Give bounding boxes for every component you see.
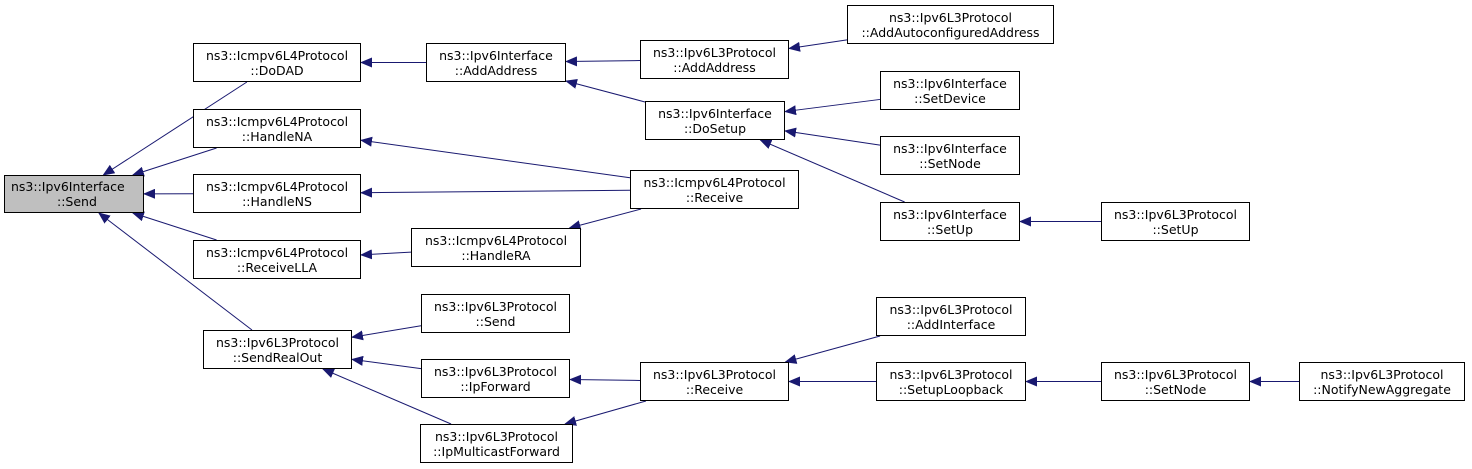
node-ipv6l3protocol-notifynewaggregate[interactable]: ns3::Ipv6L3Protocol ::NotifyNewAggregate: [1299, 362, 1465, 401]
edge-icmp_recv-to-handlera: [568, 208, 642, 231]
node-label-line2: ::HandleNS: [242, 193, 312, 209]
node-label-line2: ::Send: [475, 313, 516, 329]
node-ipv6interface-dosetup[interactable]: ns3::Ipv6Interface ::DoSetup: [645, 101, 785, 140]
node-label-line2: ::AddAddress: [454, 62, 538, 78]
edge-sendrealout-to-send: [98, 212, 253, 331]
node-ipv6l3protocol-ipmulticastforward[interactable]: ns3::Ipv6L3Protocol ::IpMulticastForward: [420, 424, 573, 463]
node-ipv6l3protocol-sendrealout[interactable]: ns3::Ipv6L3Protocol ::SendRealOut: [203, 330, 352, 369]
node-label-line2: ::AddAutoconfiguredAddress: [861, 24, 1040, 40]
node-icmpv6l4protocol-receivella[interactable]: ns3::Icmpv6L4Protocol ::ReceiveLLA: [193, 240, 361, 279]
edge-addiface-to-l3_recv: [784, 335, 881, 364]
node-label-line1: ns3::Icmpv6L4Protocol: [643, 174, 786, 190]
node-ipv6l3protocol-ipforward[interactable]: ns3::Ipv6L3Protocol ::IpForward: [421, 359, 570, 398]
node-label-line2: ::HandleNA: [241, 128, 313, 144]
node-label-line2: ::ReceiveLLA: [236, 259, 318, 275]
edge-setnode_if-to-dosetup: [784, 127, 881, 146]
edge-l3_addaddr-to-if_addaddr: [565, 56, 641, 67]
node-label-line1: ns3::Ipv6L3Protocol: [433, 363, 558, 379]
node-ipv6l3protocol-setuploopback[interactable]: ns3::Ipv6L3Protocol ::SetupLoopback: [876, 362, 1026, 401]
node-label-line2: ::SetDevice: [914, 90, 986, 106]
node-ipv6l3protocol-setup[interactable]: ns3::Ipv6L3Protocol ::SetUp: [1101, 202, 1250, 241]
node-label-line1: ns3::Ipv6Interface: [893, 206, 1007, 222]
edge-handlena-to-send: [131, 147, 217, 177]
node-ipv6interface-setnode[interactable]: ns3::Ipv6Interface ::SetNode: [880, 136, 1020, 175]
node-icmpv6l4protocol-receive[interactable]: ns3::Icmpv6L4Protocol ::Receive: [630, 170, 799, 209]
edge-dodad-to-send: [102, 81, 248, 176]
node-label-line2: ::DoSetup: [683, 120, 747, 136]
node-icmpv6l4protocol-handlena[interactable]: ns3::Icmpv6L4Protocol ::HandleNA: [193, 109, 361, 148]
node-label-line2: ::Send: [57, 194, 97, 209]
node-label-line1: ns3::Icmpv6L4Protocol: [205, 178, 349, 194]
edge-autoconf-to-l3_addaddr: [788, 39, 848, 52]
edge-icmp_recv-to-handlena: [360, 136, 631, 179]
node-ipv6interface-addaddress[interactable]: ns3::Ipv6Interface ::AddAddress: [426, 43, 566, 82]
node-label-line2: ::IpForward: [460, 378, 531, 394]
node-ipv6l3protocol-receive[interactable]: ns3::Ipv6L3Protocol ::Receive: [640, 362, 789, 401]
node-label-line2: ::Receive: [685, 381, 744, 397]
node-label-line1: ns3::Ipv6Interface: [11, 179, 125, 194]
node-ipv6interface-send[interactable]: ns3::Ipv6Interface ::Send: [4, 175, 144, 213]
edge-handlera-to-receivella: [360, 249, 412, 260]
node-ipv6l3protocol-addaddress[interactable]: ns3::Ipv6L3Protocol ::AddAddress: [640, 40, 789, 79]
node-label-line1: ns3::Icmpv6L4Protocol: [424, 232, 568, 248]
node-label-line1: ns3::Ipv6Interface: [658, 105, 772, 121]
node-label-line1: ns3::Icmpv6L4Protocol: [205, 47, 349, 63]
node-icmpv6l4protocol-handlera[interactable]: ns3::Icmpv6L4Protocol ::HandleRA: [411, 228, 581, 267]
node-label-line2: ::SetupLoopback: [898, 381, 1004, 397]
node-ipv6interface-setdevice[interactable]: ns3::Ipv6Interface ::SetDevice: [880, 71, 1020, 110]
node-label-line1: ns3::Ipv6L3Protocol: [652, 366, 777, 382]
node-ipv6interface-setup[interactable]: ns3::Ipv6Interface ::SetUp: [880, 202, 1020, 241]
node-label-line2: ::SetNode: [919, 155, 981, 171]
node-label-line1: ns3::Ipv6Interface: [893, 75, 1007, 91]
node-label-line1: ns3::Icmpv6L4Protocol: [205, 244, 349, 260]
edge-setdevice-to-dosetup: [784, 98, 881, 116]
node-label-line1: ns3::Icmpv6L4Protocol: [205, 113, 349, 129]
node-label-line2: ::SendRealOut: [232, 349, 323, 365]
node-icmpv6l4protocol-handlens[interactable]: ns3::Icmpv6L4Protocol ::HandleNS: [193, 174, 361, 213]
edge-l3_recv-to-ipforward: [569, 374, 641, 385]
node-label-line2: ::SetUp: [926, 221, 974, 237]
edge-setup_if-to-dosetup: [759, 139, 905, 203]
edge-l3_send-to-sendrealout: [351, 325, 422, 341]
node-label-line1: ns3::Ipv6Interface: [439, 47, 553, 63]
node-label-line1: ns3::Ipv6L3Protocol: [215, 334, 340, 350]
edge-ipmcast-to-sendrealout: [322, 368, 452, 425]
edge-dosetup-to-if_addaddr: [565, 79, 646, 103]
node-label-line2: ::Receive: [685, 189, 744, 205]
node-label-line1: ns3::Ipv6L3Protocol: [1320, 366, 1444, 382]
node-label-line2: ::HandleRA: [461, 247, 531, 263]
node-label-line2: ::DoDAD: [250, 62, 304, 78]
node-label-line1: ns3::Ipv6L3Protocol: [888, 9, 1013, 25]
edge-icmp_recv-to-handlens: [360, 187, 631, 198]
node-label-line1: ns3::Ipv6L3Protocol: [652, 44, 777, 60]
node-label-line2: ::AddInterface: [906, 316, 996, 332]
edge-receivella-to-send: [131, 211, 217, 241]
node-label-line2: ::SetUp: [1152, 221, 1199, 237]
node-label-line1: ns3::Ipv6L3Protocol: [434, 428, 559, 444]
node-label-line2: ::NotifyNewAggregate: [1313, 381, 1451, 397]
edge-l3_recv-to-ipmcast: [564, 400, 647, 426]
node-label-line2: ::SetNode: [1144, 381, 1207, 397]
node-label-line1: ns3::Ipv6L3Protocol: [433, 298, 558, 314]
edge-ipforward-to-sendrealout: [351, 355, 422, 370]
node-label-line2: ::IpMulticastForward: [433, 443, 560, 459]
node-label-line1: ns3::Ipv6L3Protocol: [1113, 366, 1238, 382]
node-ipv6l3protocol-send[interactable]: ns3::Ipv6L3Protocol ::Send: [421, 294, 570, 333]
node-icmpv6l4protocol-dodad[interactable]: ns3::Icmpv6L4Protocol ::DoDAD: [193, 43, 361, 82]
node-label-line1: ns3::Ipv6Interface: [893, 140, 1007, 156]
node-label-line1: ns3::Ipv6L3Protocol: [889, 366, 1013, 382]
node-ipv6l3protocol-addautoconfiguredaddress[interactable]: ns3::Ipv6L3Protocol ::AddAutoconfiguredA…: [847, 5, 1054, 44]
node-label-line1: ns3::Ipv6L3Protocol: [889, 301, 1013, 317]
node-label-line2: ::AddAddress: [673, 59, 756, 75]
node-ipv6l3protocol-setnode[interactable]: ns3::Ipv6L3Protocol ::SetNode: [1101, 362, 1250, 401]
node-label-line1: ns3::Ipv6L3Protocol: [1113, 206, 1238, 222]
node-ipv6l3protocol-addinterface[interactable]: ns3::Ipv6L3Protocol ::AddInterface: [876, 297, 1026, 336]
